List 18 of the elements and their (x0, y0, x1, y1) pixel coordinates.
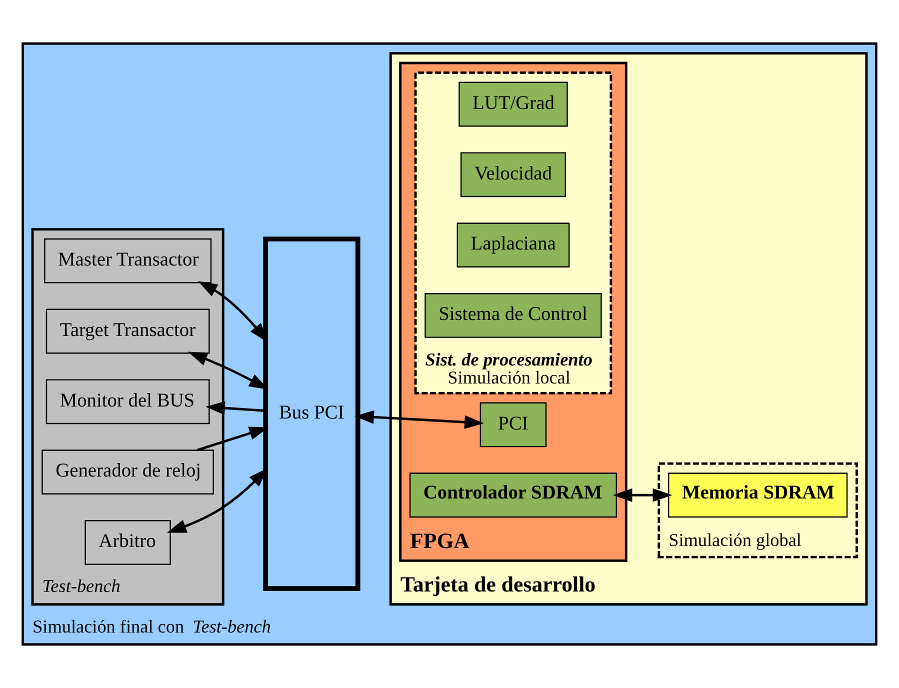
node-box: Arbitro (84, 520, 171, 565)
arrow (196, 426, 269, 452)
node-box: Velocidad (460, 152, 566, 198)
arrow (188, 352, 269, 390)
arrow (354, 410, 484, 429)
node-box: Target Transactor (46, 308, 210, 354)
node-box: Sistema de Control (424, 293, 602, 338)
node-box: Generador de reloj (42, 450, 214, 495)
node-box: Laplaciana (456, 222, 570, 268)
node-box: LUT/Grad (458, 82, 568, 127)
node-box: Master Transactor (44, 238, 212, 284)
node-box: Monitor del BUS (46, 379, 210, 424)
node-box: PCI (480, 402, 547, 448)
arrow (206, 401, 266, 415)
node-box: Bus PCI (263, 236, 360, 592)
arrow (612, 488, 672, 502)
node-box: Controlador SDRAM (409, 472, 618, 518)
node-box: Memoria SDRAM (668, 472, 848, 518)
